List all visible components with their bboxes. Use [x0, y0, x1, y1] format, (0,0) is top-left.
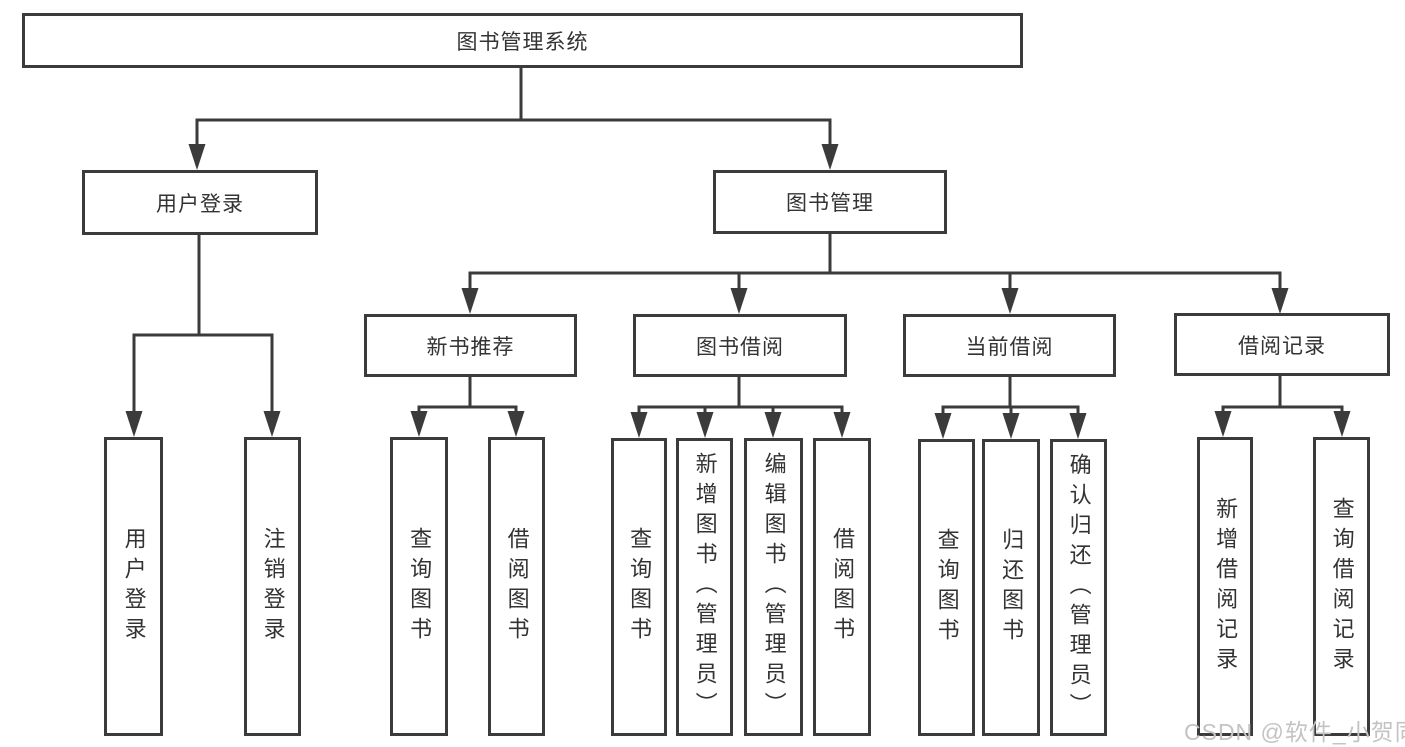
arrowhead-icon	[1001, 288, 1019, 314]
arrowhead-icon	[263, 411, 281, 437]
arrowhead-icon	[730, 288, 748, 314]
new-book-recommend-node: 新书推荐	[364, 314, 577, 377]
arrowhead-icon	[764, 412, 782, 438]
arrowhead-icon	[1069, 413, 1087, 439]
arrowhead-icon	[461, 288, 479, 314]
leaf-add-borrow-record: 新增借阅记录	[1197, 437, 1253, 736]
arrowhead-icon	[696, 412, 714, 438]
user-leaves-branch-line	[132, 333, 274, 413]
arrowhead-icon	[125, 411, 143, 437]
leaf-return-books: 归还图书	[982, 439, 1040, 736]
recommend-leaves-branch-line	[417, 405, 518, 413]
arrowhead-icon	[410, 411, 428, 437]
arrowhead-icon	[630, 412, 648, 438]
arrowhead-icon	[1002, 413, 1020, 439]
borrow-leaves-branch-line	[637, 405, 844, 414]
leaf-borrow-books-borrow: 借阅图书	[813, 438, 871, 736]
arrowhead-icon	[1333, 411, 1351, 437]
leaf-query-books-recommend: 查询图书	[390, 437, 448, 736]
user-login-node: 用户登录	[82, 170, 318, 235]
leaf-logout: 注销登录	[244, 437, 301, 736]
leaf-query-books-current: 查询图书	[918, 439, 975, 736]
borrow-records-node: 借阅记录	[1174, 313, 1390, 376]
level3-branch-line	[468, 271, 1282, 290]
arrowhead-icon	[507, 411, 525, 437]
book-borrow-node: 图书借阅	[633, 314, 847, 377]
leaf-confirm-return-admin: 确认归还（管理员）	[1050, 439, 1107, 736]
current-borrow-node: 当前借阅	[903, 314, 1116, 377]
arrowhead-icon	[188, 144, 206, 170]
leaf-edit-books-admin: 编辑图书（管理员）	[744, 438, 803, 736]
watermark: CSDN @软件_小贺同学	[1184, 719, 1405, 745]
leaf-query-borrow-record: 查询借阅记录	[1313, 437, 1370, 736]
arrowhead-icon	[1271, 288, 1289, 314]
root-node: 图书管理系统	[22, 13, 1023, 68]
arrowhead-icon	[934, 413, 952, 439]
book-management-node: 图书管理	[713, 170, 947, 234]
records-leaves-branch-line	[1221, 405, 1344, 413]
arrowhead-icon	[833, 412, 851, 438]
leaf-query-books-borrow: 查询图书	[611, 438, 667, 736]
arrowhead-icon	[821, 144, 839, 170]
level2-branch-line	[195, 118, 832, 146]
leaf-add-books-admin: 新增图书（管理员）	[676, 438, 733, 736]
arrowhead-icon	[1214, 411, 1232, 437]
leaf-borrow-books-recommend: 借阅图书	[488, 437, 545, 736]
leaf-user-login: 用户登录	[104, 437, 163, 736]
